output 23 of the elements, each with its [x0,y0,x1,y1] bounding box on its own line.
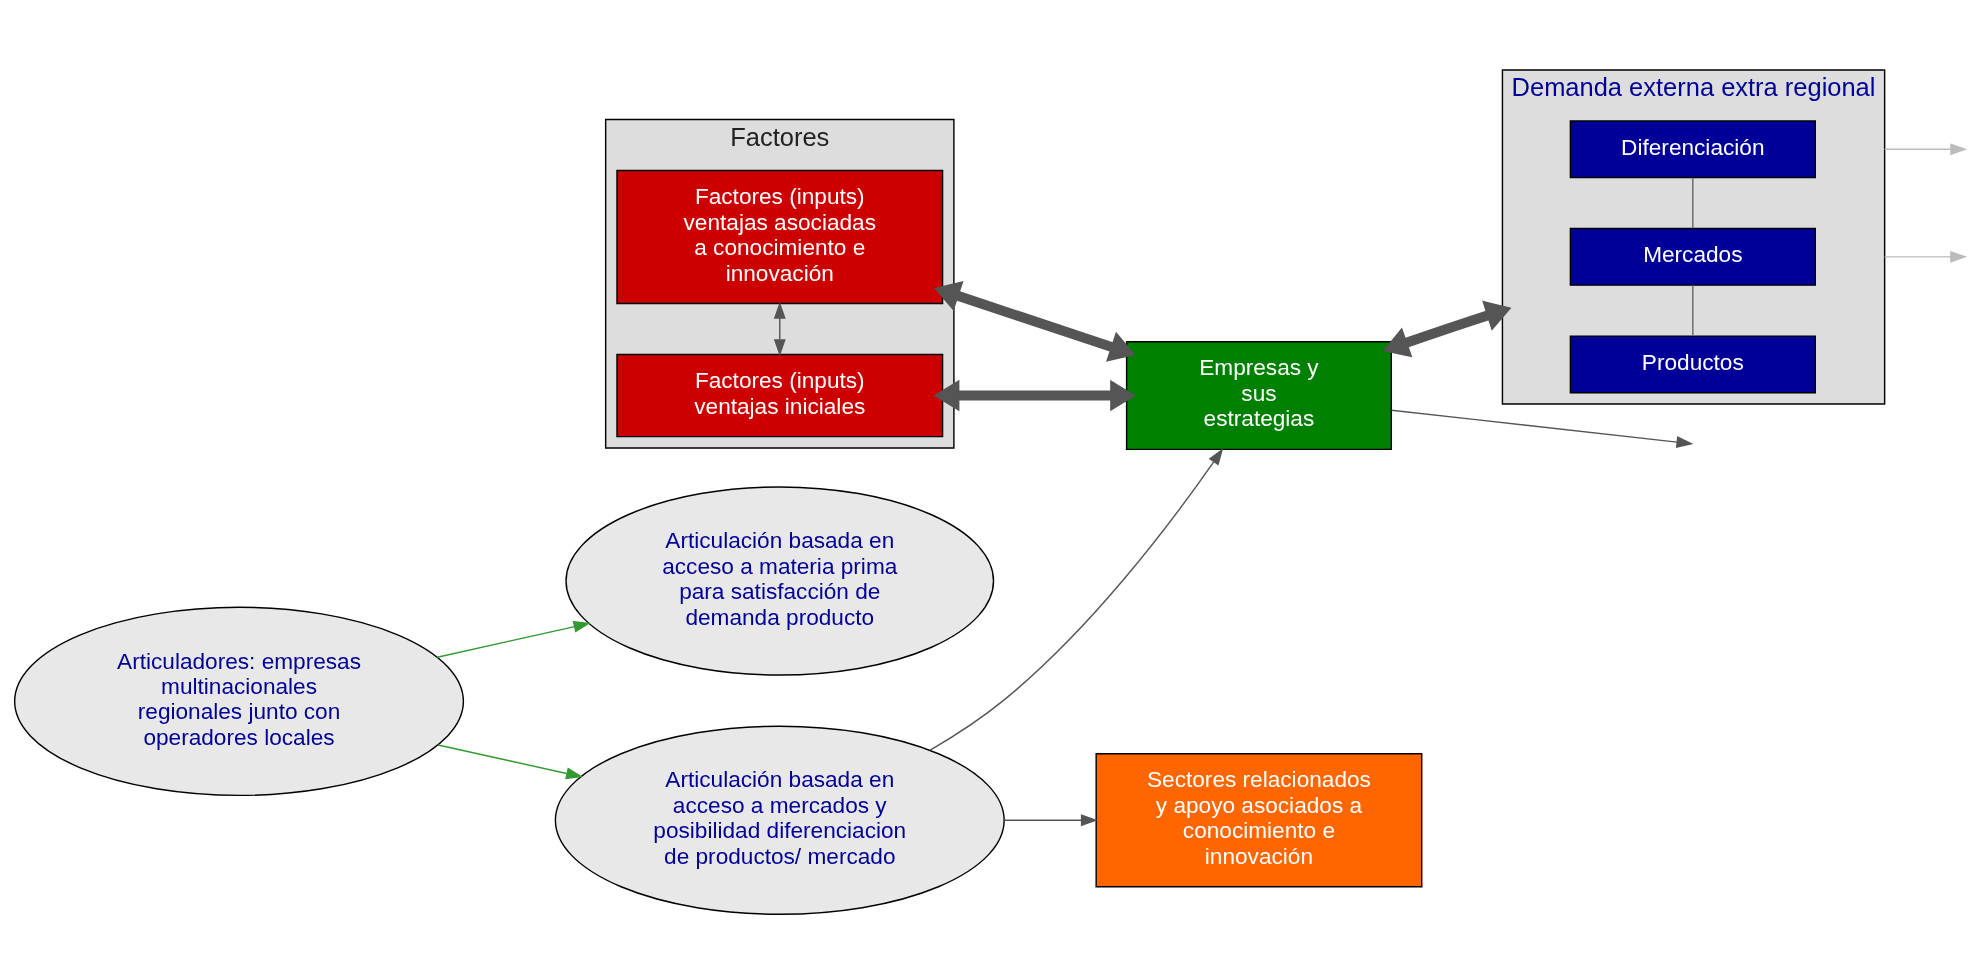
node-box: Productos [1569,335,1816,394]
arrow [1883,143,1968,156]
node-ellipse: Articulación basada en acceso a mercados y posibilidad diferenciacion de productos/ mercado [554,725,1005,915]
connector [1692,284,1694,337]
node-box: Factores (inputs) ventajas asociadas a conocimiento e innovación [616,169,944,305]
arrow [1883,250,1968,263]
connector [1692,176,1694,229]
node-box: Mercados [1569,227,1816,286]
arrow [1382,300,1512,358]
node-box: Sectores relacionados y apoyo asociados a conocimiento e innovación [1095,753,1423,888]
arrow [436,620,591,658]
arrow [934,281,1136,362]
arrow [933,379,1136,412]
node-box: Empresas y sus estrategias [1125,341,1392,451]
arrow [1390,409,1694,448]
arrow [1004,814,1098,827]
node-ellipse: Articuladores: empresas multinacionales regionales junto con operadores locales [13,606,465,797]
arrow [929,448,1224,751]
node-box: Factores (inputs) ventajas iniciales [616,353,944,438]
node-box: Diferenciación [1569,120,1816,179]
arrow [437,744,584,780]
node-ellipse: Articulación basada en acceso a materia prima para satisfacción de demanda producto [565,486,995,676]
arrow [773,301,786,357]
